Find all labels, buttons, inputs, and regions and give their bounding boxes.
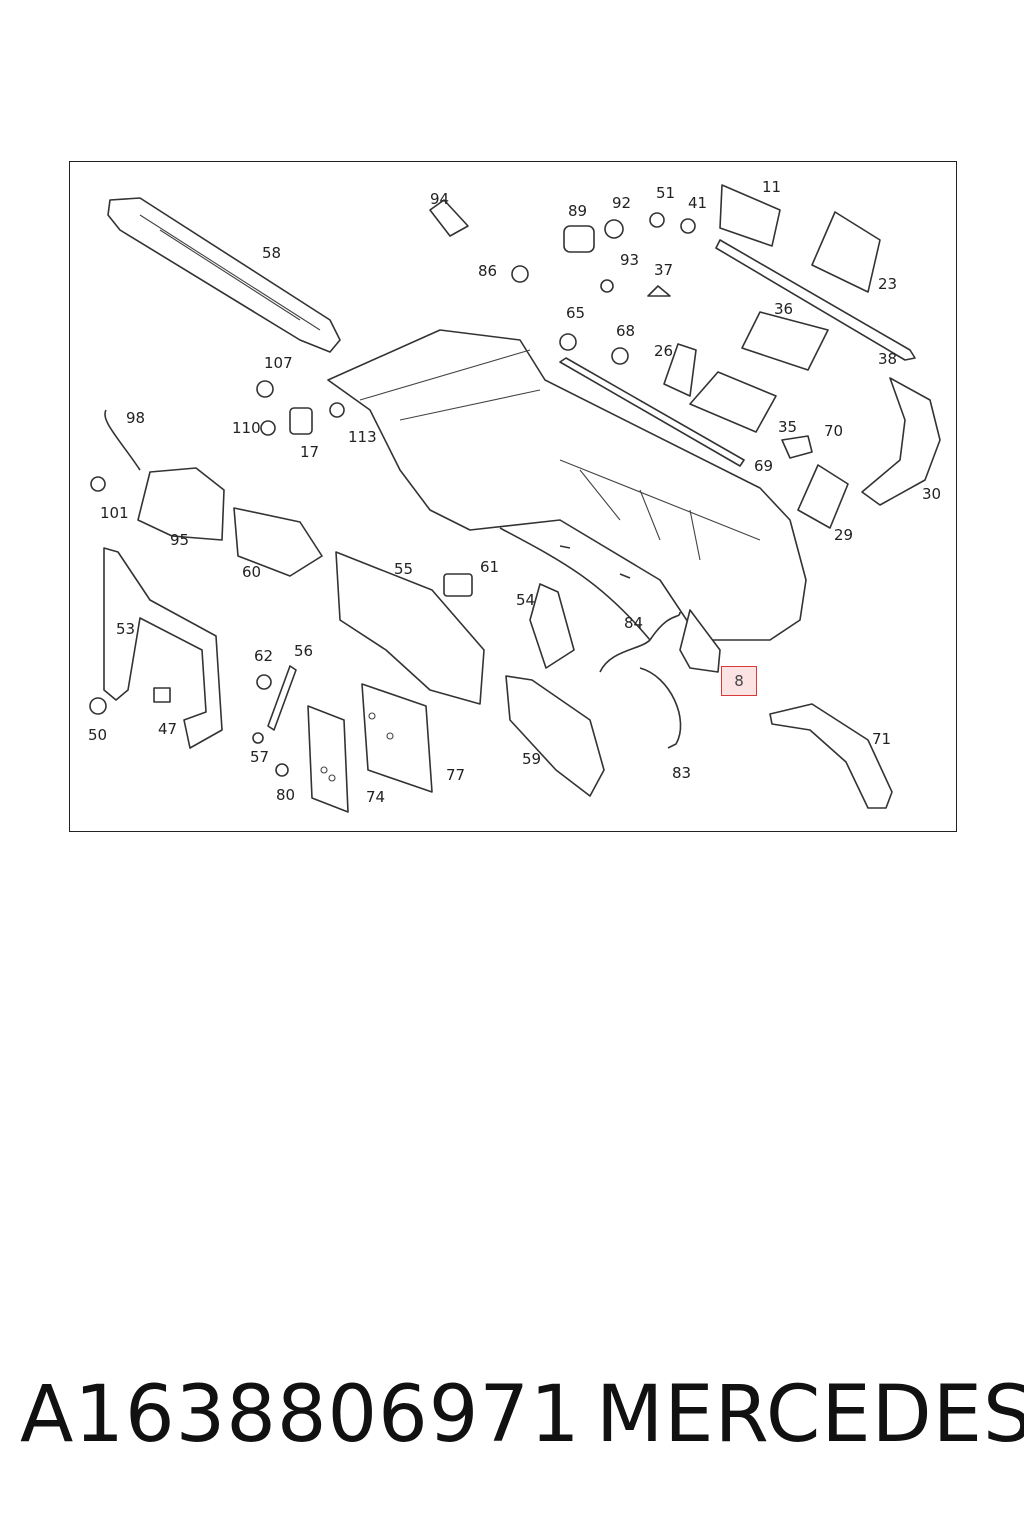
callout-label: 69 <box>754 457 773 475</box>
callout-label: 59 <box>522 750 541 768</box>
part-11-bracket <box>719 184 781 247</box>
callout-label: 58 <box>262 244 281 262</box>
callout-label: 38 <box>878 350 897 368</box>
callout-label: 41 <box>688 194 707 212</box>
callout-labels: 94 89 92 51 41 11 86 93 37 23 58 65 68 3… <box>88 178 941 806</box>
callout-label: 113 <box>348 428 377 446</box>
part-74-plate <box>307 705 349 813</box>
callout-label: 54 <box>516 591 535 609</box>
callout-label: 107 <box>264 354 293 372</box>
callout-label: 110 <box>232 419 261 437</box>
callout-label: 74 <box>366 788 385 806</box>
part-71-trim <box>769 703 893 809</box>
callout-label: 29 <box>834 526 853 544</box>
part-58-absorber-beam <box>107 197 341 353</box>
callout-label: 70 <box>824 422 843 440</box>
part-95-absorber <box>137 467 225 541</box>
callout-label: 26 <box>654 342 673 360</box>
part-54-bracket <box>529 583 575 669</box>
callout-label: 17 <box>300 443 319 461</box>
callout-label: 77 <box>446 766 465 784</box>
callout-label: 35 <box>778 418 797 436</box>
exploded-parts-diagram: 94 89 92 51 41 11 86 93 37 23 58 65 68 3… <box>88 178 941 813</box>
part-77-plate <box>361 683 433 793</box>
callout-label: 50 <box>88 726 107 744</box>
part-84-wire <box>499 527 681 673</box>
callout-label: 98 <box>126 409 145 427</box>
part-98-wire <box>104 409 141 471</box>
part-26-bracket <box>663 343 697 397</box>
part-23-cover <box>811 211 881 293</box>
part-60-absorber <box>233 507 323 577</box>
part-8-end-trim <box>679 609 721 673</box>
callout-label: 36 <box>774 300 793 318</box>
part-38-strip <box>715 239 916 361</box>
callout-label: 92 <box>612 194 631 212</box>
part-30-flare <box>861 377 941 506</box>
callout-label: 61 <box>480 558 499 576</box>
part-bumper-shell <box>327 329 807 641</box>
callout-label: 51 <box>656 184 675 202</box>
part-69-strip <box>559 357 745 467</box>
part-59-cover <box>505 675 605 797</box>
callout-label: 89 <box>568 202 587 220</box>
callout-label: 57 <box>250 748 269 766</box>
callout-label: 68 <box>616 322 635 340</box>
part-36-plate <box>741 311 829 371</box>
callout-label: 86 <box>478 262 497 280</box>
callout-label: 53 <box>116 620 135 638</box>
callout-label: 47 <box>158 720 177 738</box>
callout-label: 60 <box>242 563 261 581</box>
callout-label: 56 <box>294 642 313 660</box>
part-29-panel <box>797 464 849 529</box>
part-55-carrier <box>335 551 485 705</box>
part-56-strip <box>267 665 297 731</box>
callout-label: 23 <box>878 275 897 293</box>
part-35-plate <box>689 371 777 433</box>
part-83-wire <box>639 667 682 749</box>
highlighted-callout-8[interactable]: 8 <box>721 666 757 696</box>
callout-label: 65 <box>566 304 585 322</box>
callout-label: 93 <box>620 251 639 269</box>
small-fasteners <box>89 199 696 777</box>
callout-label: 55 <box>394 560 413 578</box>
callout-label: 95 <box>170 531 189 549</box>
callout-label: 71 <box>872 730 891 748</box>
callout-label: 30 <box>922 485 941 503</box>
callout-label: 37 <box>654 261 673 279</box>
callout-label: 84 <box>624 614 643 632</box>
part-53-frame <box>103 547 223 749</box>
callout-label: 80 <box>276 786 295 804</box>
part-number: A1638806971 <box>20 1370 581 1460</box>
callout-label: 62 <box>254 647 273 665</box>
callout-label: 11 <box>762 178 781 196</box>
callout-label: 83 <box>672 764 691 782</box>
callout-label: 94 <box>430 190 449 208</box>
callout-label: 101 <box>100 504 129 522</box>
brand-name: MERCEDES <box>596 1370 1024 1460</box>
part-70-clip <box>781 435 813 459</box>
